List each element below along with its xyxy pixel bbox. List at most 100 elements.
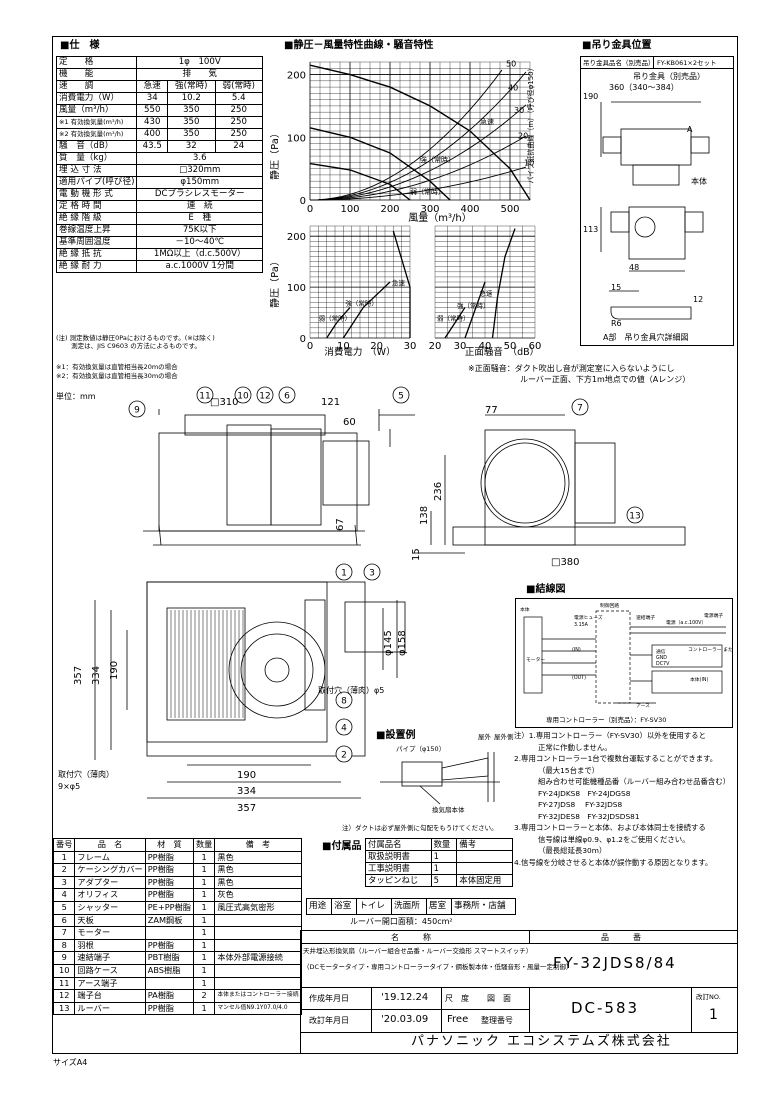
company-name: パナソニック エコシステムズ株式会社	[411, 1034, 672, 1049]
dim-15: 15	[411, 548, 422, 561]
spec-label: 適用パイプ(呼び径)	[55, 176, 138, 189]
parts-cell: 回路ケース	[74, 963, 146, 978]
x-tick: 300	[420, 204, 439, 215]
spec-value: φ150mm	[136, 176, 263, 189]
usage-table: 用途浴室トイレ洗面所居室事務所・店舗	[305, 898, 517, 915]
parts-cell: 11	[52, 976, 76, 991]
hanger-title: ■吊り金具位置	[582, 40, 652, 51]
spec-value: □320mm	[136, 164, 263, 177]
x-tick: 20	[429, 341, 442, 352]
usage-cell: トイレ	[356, 898, 393, 915]
series-line	[464, 281, 486, 339]
parts-cell: 1	[192, 888, 216, 902]
y-tick: 0	[300, 196, 306, 207]
parts-cell: 1	[192, 976, 216, 991]
wiring-label: コントローラー または 本体(OUT)	[688, 646, 732, 653]
spec-notes: (注) 測定数値は静圧0Paにおけるものです。(※は除く) 測定は、JIS C9…	[56, 334, 215, 350]
spec-note: (注) 測定数値は静圧0Paにおけるものです。(※は除く)	[56, 334, 215, 342]
spec-title: ■仕 様	[60, 40, 100, 51]
wiring-label: (OUT)	[572, 675, 586, 681]
series-line	[326, 307, 351, 339]
parts-cell: 1	[192, 875, 216, 890]
louver-area: ルーバー開口面積：450cm²	[350, 917, 453, 926]
spec-label: 消費電力（W）	[55, 92, 138, 105]
product-name-2: （DCモータータイプ・専用コントローラータイプ・鋼板製本体・低騒音形・風量一定制…	[303, 963, 573, 971]
parts-cell: フレーム	[74, 850, 146, 865]
noise-note: ※正面騒音：ダクト吹出し音が測定室に入らないようにし	[468, 364, 675, 373]
dim-77: 77	[485, 405, 498, 416]
spec-row: 質 量（kg）3.6	[55, 152, 263, 165]
callout-number: 8	[341, 697, 347, 707]
x-tick: 400	[460, 204, 479, 215]
pipe-curve	[309, 69, 503, 201]
spec-label: 埋 込 寸 法	[55, 164, 138, 177]
parts-cell: 本体外部電源接続	[214, 951, 302, 965]
callout-circle	[256, 386, 274, 404]
curve-label: 強（常時）	[420, 155, 455, 164]
parts-header-cell: 材 質	[144, 838, 194, 852]
note-line: FY-27JDS8 FY-32JDS8	[538, 800, 623, 809]
parts-cell: 6	[52, 913, 76, 928]
accessory-title: ■付属品	[322, 841, 362, 852]
spec-value: 430	[136, 116, 169, 129]
dim-158: φ158	[397, 630, 408, 656]
spec-value: 43.5	[136, 140, 169, 153]
created-label: 作成年月日	[309, 994, 349, 1003]
spec-value: 1MΩ以上（d.c.500V）	[136, 248, 263, 261]
parts-cell: 1	[192, 850, 216, 865]
callout-circle	[363, 563, 381, 581]
spec-label: 電 動 機 形 式	[55, 188, 138, 201]
product-name-1: 天井埋込形換気扇（ルーバー組合せ品番・ルーバー交換形 スマートスイッチ）	[303, 947, 533, 955]
series-line	[309, 162, 411, 201]
wiring-label: 電源端子	[704, 612, 723, 619]
note-line: 3.専用コントローラーと本体、および本体同士を接続する	[514, 823, 706, 832]
parts-cell: 1	[52, 850, 76, 865]
callout-circle	[335, 745, 353, 763]
parts-cell: 4	[52, 888, 76, 902]
accessory-cell: 工事説明書	[365, 862, 432, 875]
hanger-dim-48: 48	[629, 263, 640, 272]
callout-number: 11	[199, 392, 210, 402]
x-tick: 50	[504, 341, 517, 352]
install-outer-a: 屋外	[478, 733, 491, 741]
parts-cell: ABS樹脂	[144, 963, 194, 978]
accessory-cell	[456, 850, 513, 863]
curve-label: 強（常時）	[457, 301, 490, 310]
spec-label: 巻線温度上昇	[55, 224, 138, 237]
install-note: 注）ダクトは必ず屋外側に勾配をもうけてください。	[342, 824, 498, 832]
usage-cell: 用途	[305, 898, 333, 915]
dim-190v: 190	[109, 661, 120, 680]
callout-number: 10	[237, 392, 249, 402]
note-line: 正常に作動しません。	[538, 742, 612, 752]
parts-cell: 速結端子	[74, 951, 146, 965]
spec-label: 絶 縁 抵 抗	[55, 248, 138, 261]
spec-value: 5.4	[214, 92, 263, 105]
dim-357h: 357	[237, 803, 256, 814]
dim-380: □380	[551, 557, 580, 568]
callout-circle	[128, 400, 146, 418]
spec-value: 排 気	[136, 68, 263, 81]
power-xlabel: 消費電力 （W）	[324, 346, 395, 358]
hanger-label: 吊り金具（別売品）	[633, 72, 705, 81]
usage-cell: 洗面所	[391, 898, 427, 915]
callout-circle	[234, 386, 252, 404]
y-tick: 200	[287, 71, 306, 82]
parts-cell: 1	[192, 863, 216, 877]
rev-label: 改訂NO.	[696, 993, 721, 1001]
parts-cell: PP樹脂	[144, 850, 194, 865]
spec-value: 1φ 100V	[136, 56, 263, 69]
x-tick: 30	[404, 341, 417, 352]
spec-row: 機 能排 気	[55, 68, 263, 81]
dim-334h: 334	[237, 786, 256, 797]
parts-cell	[214, 976, 302, 991]
